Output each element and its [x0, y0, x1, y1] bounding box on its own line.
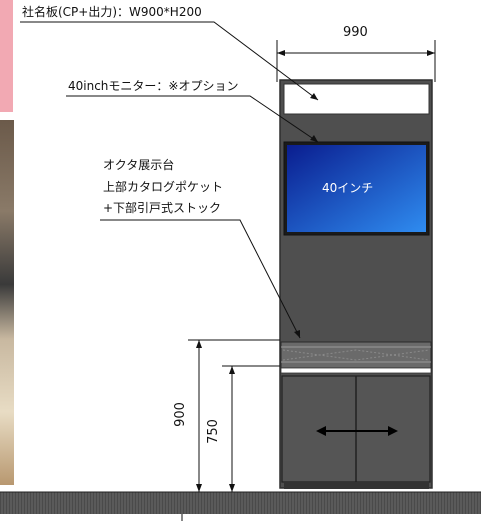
nameplate-box	[283, 83, 430, 115]
height-750-text: 750	[205, 419, 221, 444]
catalog-pocket	[280, 341, 432, 369]
width-dimension-text: 990	[343, 25, 368, 40]
screen-label: 40インチ	[322, 181, 374, 195]
stand-leader	[100, 219, 301, 339]
cabinet-body	[279, 79, 433, 489]
height-900-text: 900	[172, 402, 188, 427]
stand-label-line1: オクタ展示台	[103, 158, 175, 172]
floor-strip	[0, 492, 481, 514]
stand-label-line3: +下部引戸式ストック	[103, 201, 222, 215]
nameplate-label: 社名板(CP+出力)：W900*H200	[22, 5, 202, 19]
monitor-leader	[66, 95, 319, 143]
shelf-separator	[280, 367, 432, 374]
plinth	[284, 482, 429, 489]
stand-label-line2: 上部カタログポケット	[103, 180, 224, 194]
exhibition-photo-fragment	[0, 120, 14, 485]
lower-cabinet	[281, 375, 431, 483]
monitor-label: 40inchモニター：※オプション	[68, 79, 239, 93]
pink-photo-fragment	[0, 0, 13, 112]
